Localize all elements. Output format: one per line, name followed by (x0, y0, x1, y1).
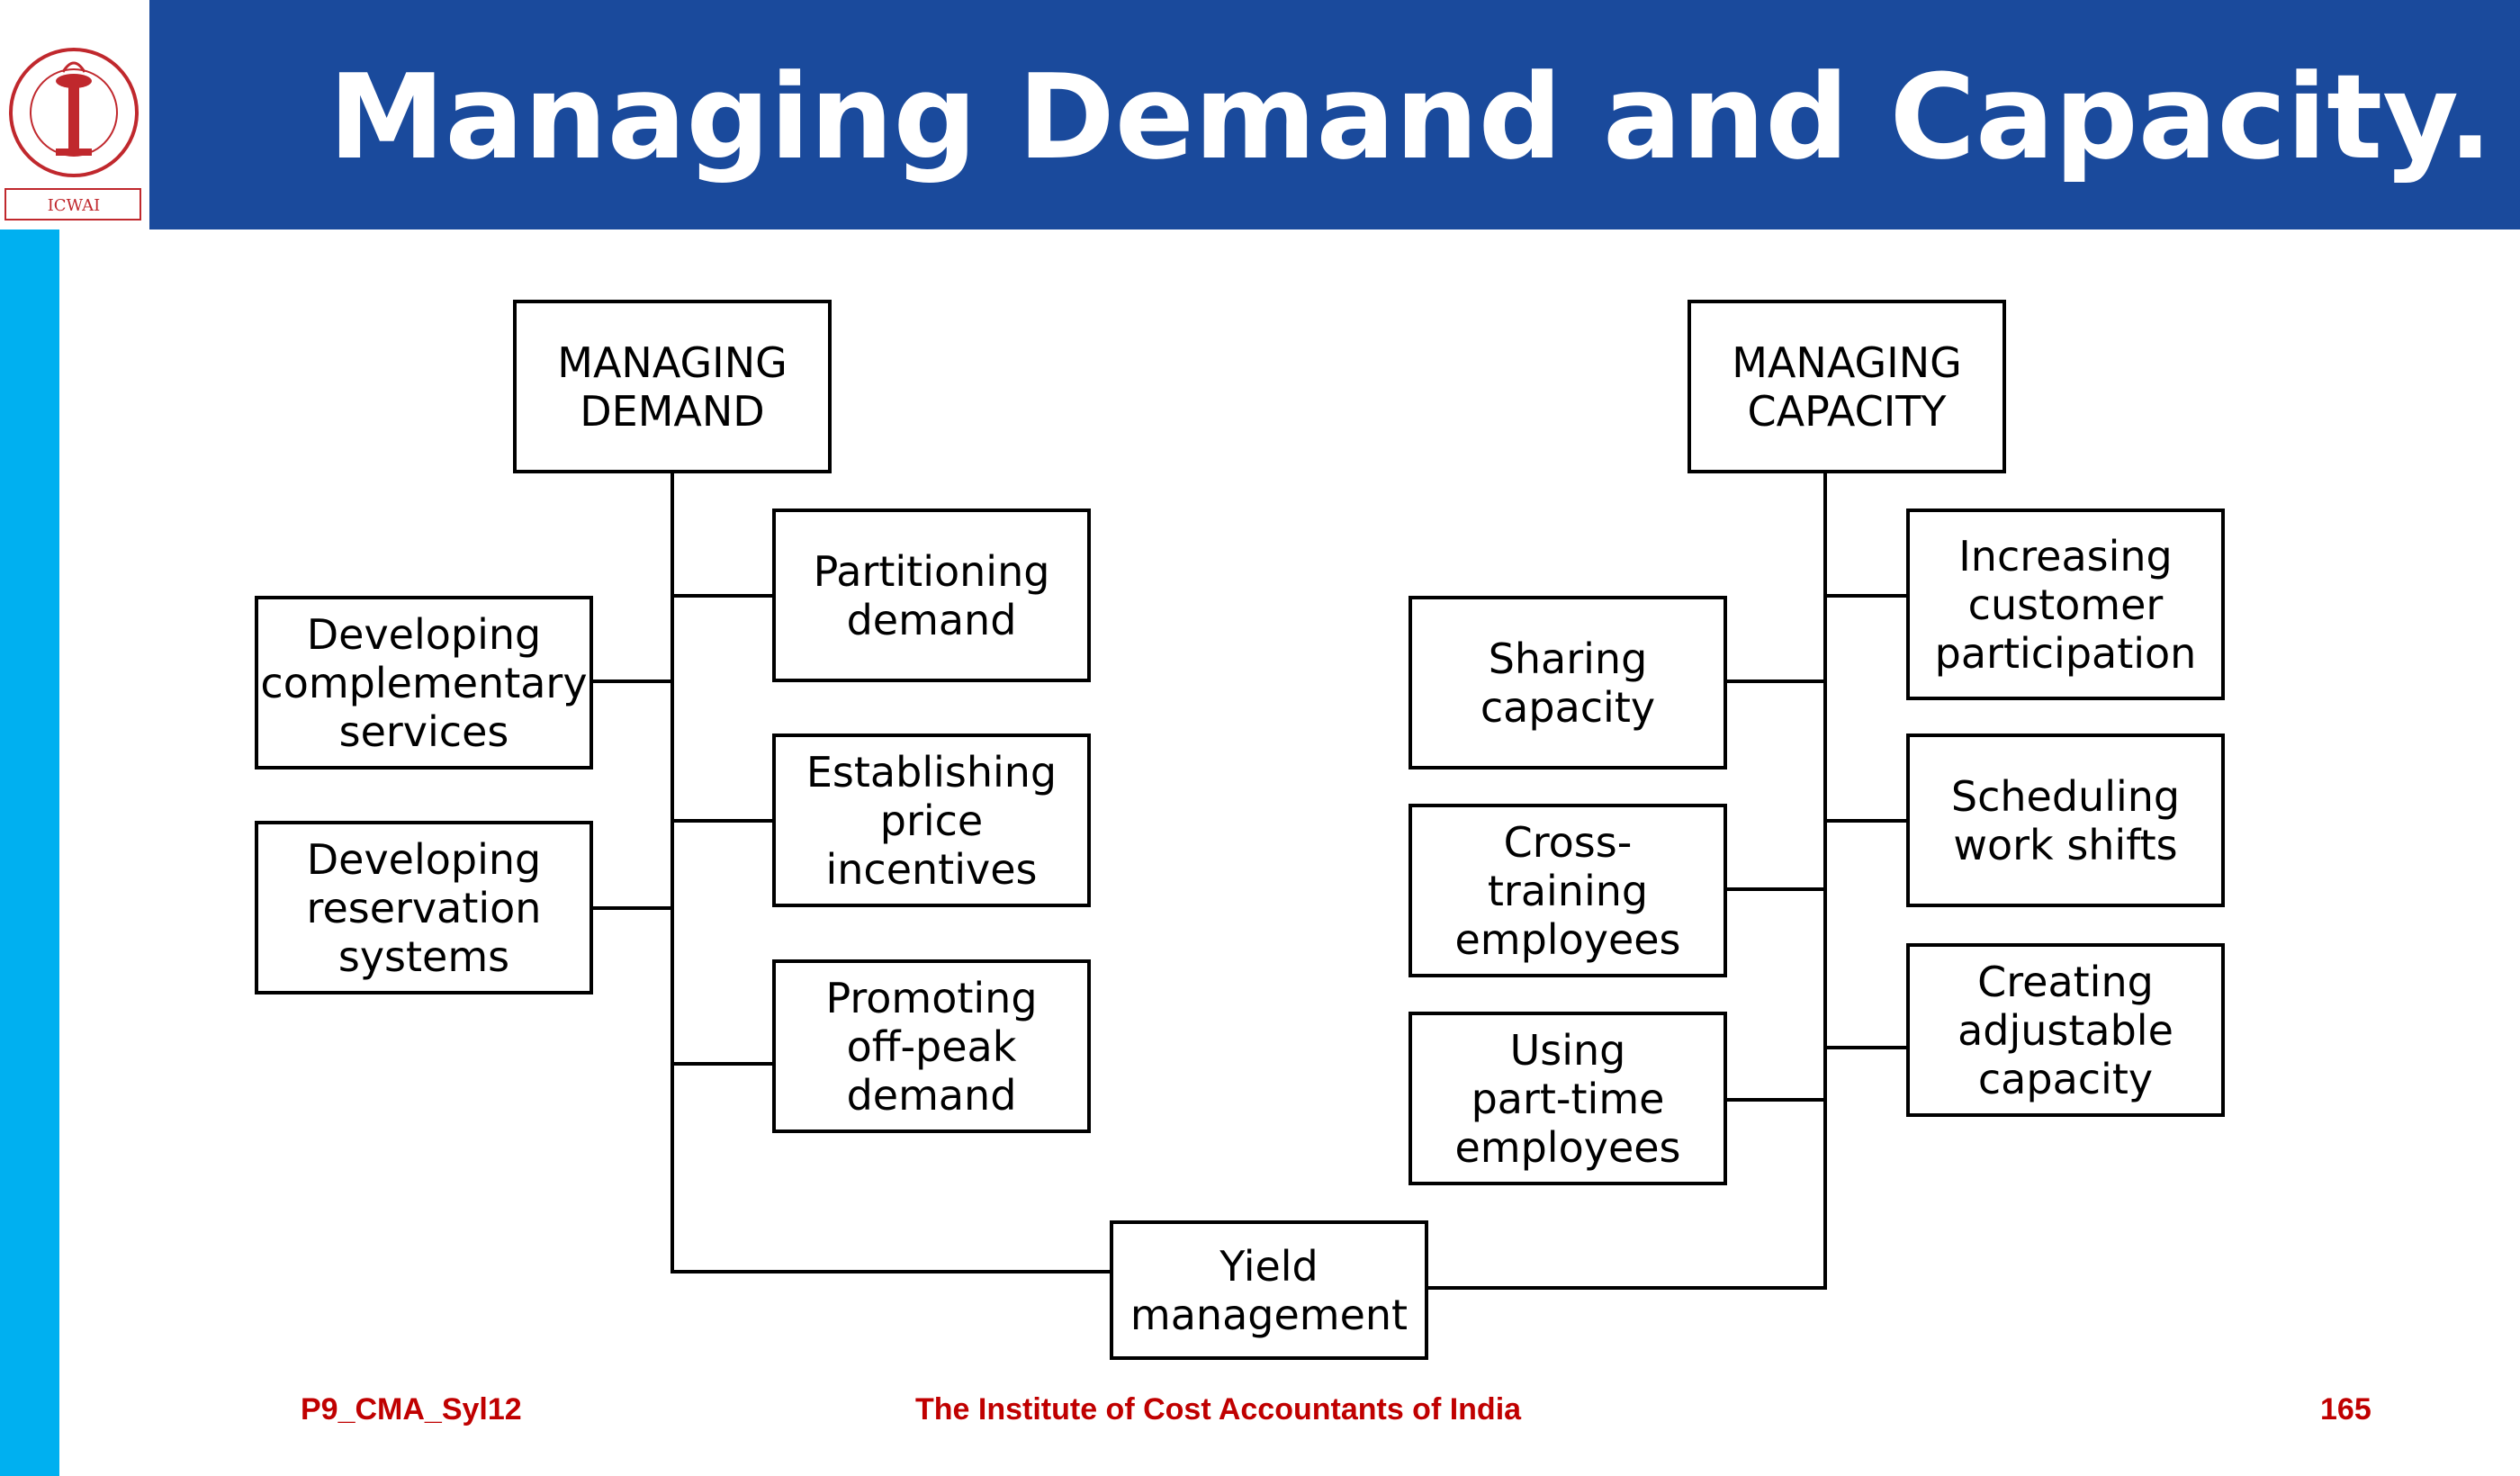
promoting-off-peak-demand-box: Promoting off-peak demand (772, 959, 1091, 1133)
managing-capacity-box: MANAGING CAPACITY (1688, 300, 2006, 473)
demand-connector (672, 1062, 774, 1066)
yield-management-box: Yield management (1110, 1220, 1428, 1360)
institute-emblem-icon: ICWAI (4, 48, 141, 220)
capacity-trunk (1823, 472, 1827, 1290)
cross-training-employees-box: Cross- training employees (1408, 804, 1727, 977)
demand-trunk (670, 472, 674, 1274)
demand-connector (591, 680, 672, 683)
capacity-connector (1825, 594, 1908, 598)
increasing-customer-participation-box: Increasing customer participation (1906, 508, 2225, 700)
establishing-price-incentives-box: Establishing price incentives (772, 734, 1091, 907)
footer-institute: The Institute of Cost Accountants of Ind… (915, 1392, 1522, 1426)
demand-connector (591, 906, 672, 910)
using-part-time-employees-box: Using part-time employees (1408, 1012, 1727, 1185)
capacity-connector (1724, 887, 1825, 891)
capacity-connector (1825, 1046, 1908, 1049)
capacity-connector (1724, 1098, 1825, 1102)
logo: ICWAI (0, 0, 149, 230)
slide-title: Managing Demand and Capacity. (328, 49, 2493, 185)
developing-complementary-services-box: Developing complementary services (255, 596, 593, 770)
developing-reservation-systems-box: Developing reservation systems (255, 821, 593, 994)
title-bar (0, 0, 2520, 230)
capacity-yield-connector (1426, 1286, 1827, 1290)
demand-yield-connector (672, 1270, 1112, 1274)
demand-connector (672, 819, 774, 823)
capacity-connector (1825, 819, 1908, 823)
logo-monogram: ICWAI (48, 196, 101, 215)
left-accent-stripe (0, 230, 59, 1476)
creating-adjustable-capacity-box: Creating adjustable capacity (1906, 943, 2225, 1117)
scheduling-work-shifts-box: Scheduling work shifts (1906, 734, 2225, 907)
managing-demand-box: MANAGING DEMAND (513, 300, 832, 473)
page-number: 165 (2320, 1392, 2372, 1426)
sharing-capacity-box: Sharing capacity (1408, 596, 1727, 770)
partitioning-demand-box: Partitioning demand (772, 508, 1091, 682)
footer-code: P9_CMA_Syl12 (301, 1392, 522, 1426)
capacity-connector (1724, 680, 1825, 683)
demand-connector (672, 594, 774, 598)
